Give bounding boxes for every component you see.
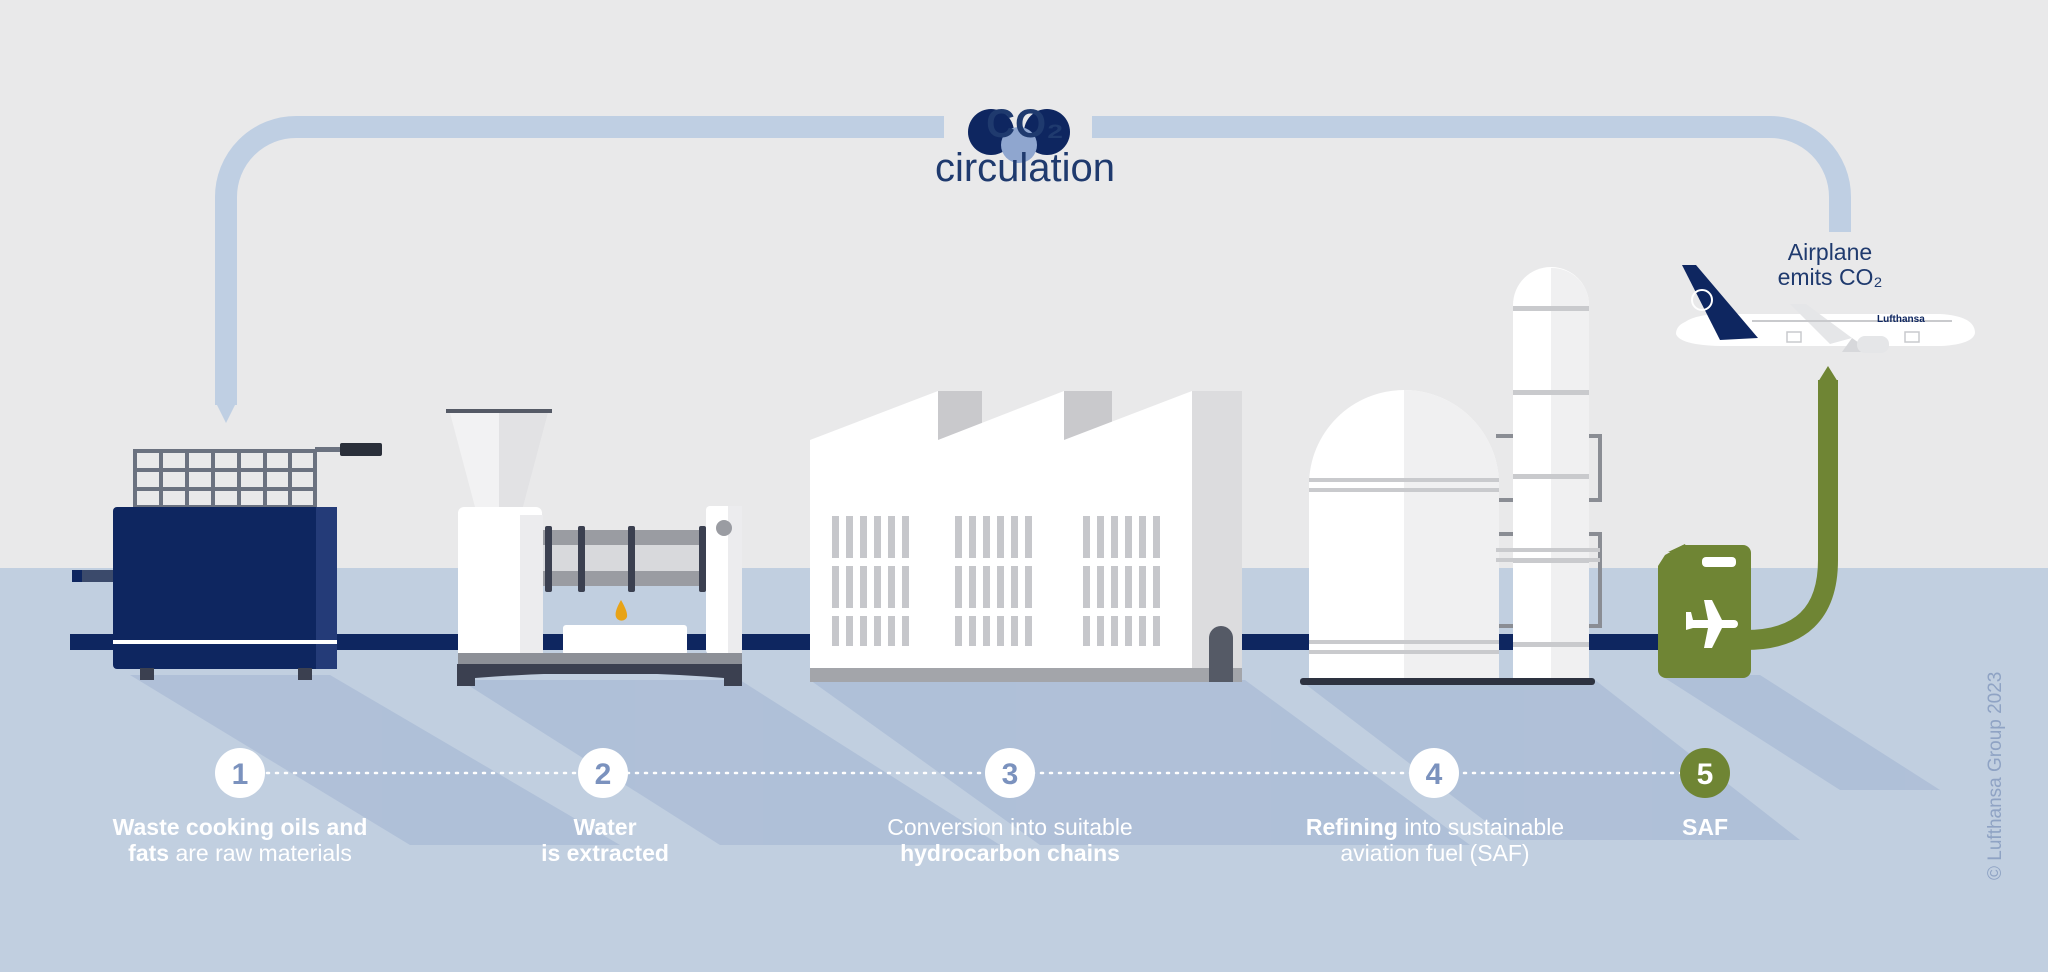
step-5-label: SAF [1645,814,1765,841]
airplane-glyph-icon [1686,600,1738,648]
step-3-label: Conversion into suitable hydrocarbon cha… [845,814,1175,867]
loop-arrow-head [216,403,236,423]
step-3-plain-a: Conversion into suitable [887,814,1133,840]
circulation-heading: circulation [934,146,1116,190]
co2-molecule-icon [968,109,1070,163]
lufthansa-airplane-icon: Lufthansa [1676,265,1975,353]
step-1-label: Waste cooking oils and fats are raw mate… [90,814,390,867]
step-2-marker: 2 [578,748,628,798]
step-4-plain-b: aviation fuel (SAF) [1340,839,1530,866]
step-5-bold-a: SAF [1682,814,1728,840]
svg-text:4: 4 [1426,758,1443,791]
factory-icon [810,391,1242,682]
airplane-caption: Airplane emits CO₂ [1745,239,1915,291]
step-3-bold-b: hydrocarbon chains [900,839,1120,866]
step-4-rest-a: into sustainable [1397,814,1565,840]
co2-heading: CO₂ [986,102,1064,146]
deep-fryer-icon [72,443,382,680]
diagram-title: CO₂ circulation [830,104,1220,192]
airplane-caption-line1: Airplane [1787,239,1873,265]
airplane-livery: Lufthansa [1877,314,1925,325]
step-1-bold-a: Waste cooking oils and [112,814,368,840]
step-4-bold-a: Refining [1305,814,1398,840]
step-1-marker: 1 [215,748,265,798]
svg-text:1: 1 [232,758,249,791]
svg-text:5: 5 [1697,758,1714,791]
oil-press-icon [446,409,742,686]
copyright-notice: © Lufthansa Group 2023 [1985,671,2006,880]
step-4-marker: 4 [1409,748,1459,798]
step-3-marker: 3 [985,748,1035,798]
step-2-bold-a: Water [573,814,637,840]
svg-text:2: 2 [595,758,612,791]
step-1-bold-b: fats [128,839,170,866]
step-5-marker: 5 [1680,748,1730,798]
svg-text:3: 3 [1002,758,1019,791]
step-2-bold-b: is extracted [541,839,669,866]
step-4-label: Refining into sustainable aviation fuel … [1270,814,1600,867]
airplane-caption-line2: emits CO₂ [1777,264,1883,291]
refinery-icon [1300,267,1602,685]
jerrycan-icon [1658,544,1751,678]
step-2-label: Water is extracted [480,814,730,867]
shadows [130,675,1940,845]
step-1-rest-b: are raw materials [169,839,352,866]
co2-loop [215,116,1851,405]
factory-windows [832,516,1160,646]
saf-pipe [1744,366,1838,650]
